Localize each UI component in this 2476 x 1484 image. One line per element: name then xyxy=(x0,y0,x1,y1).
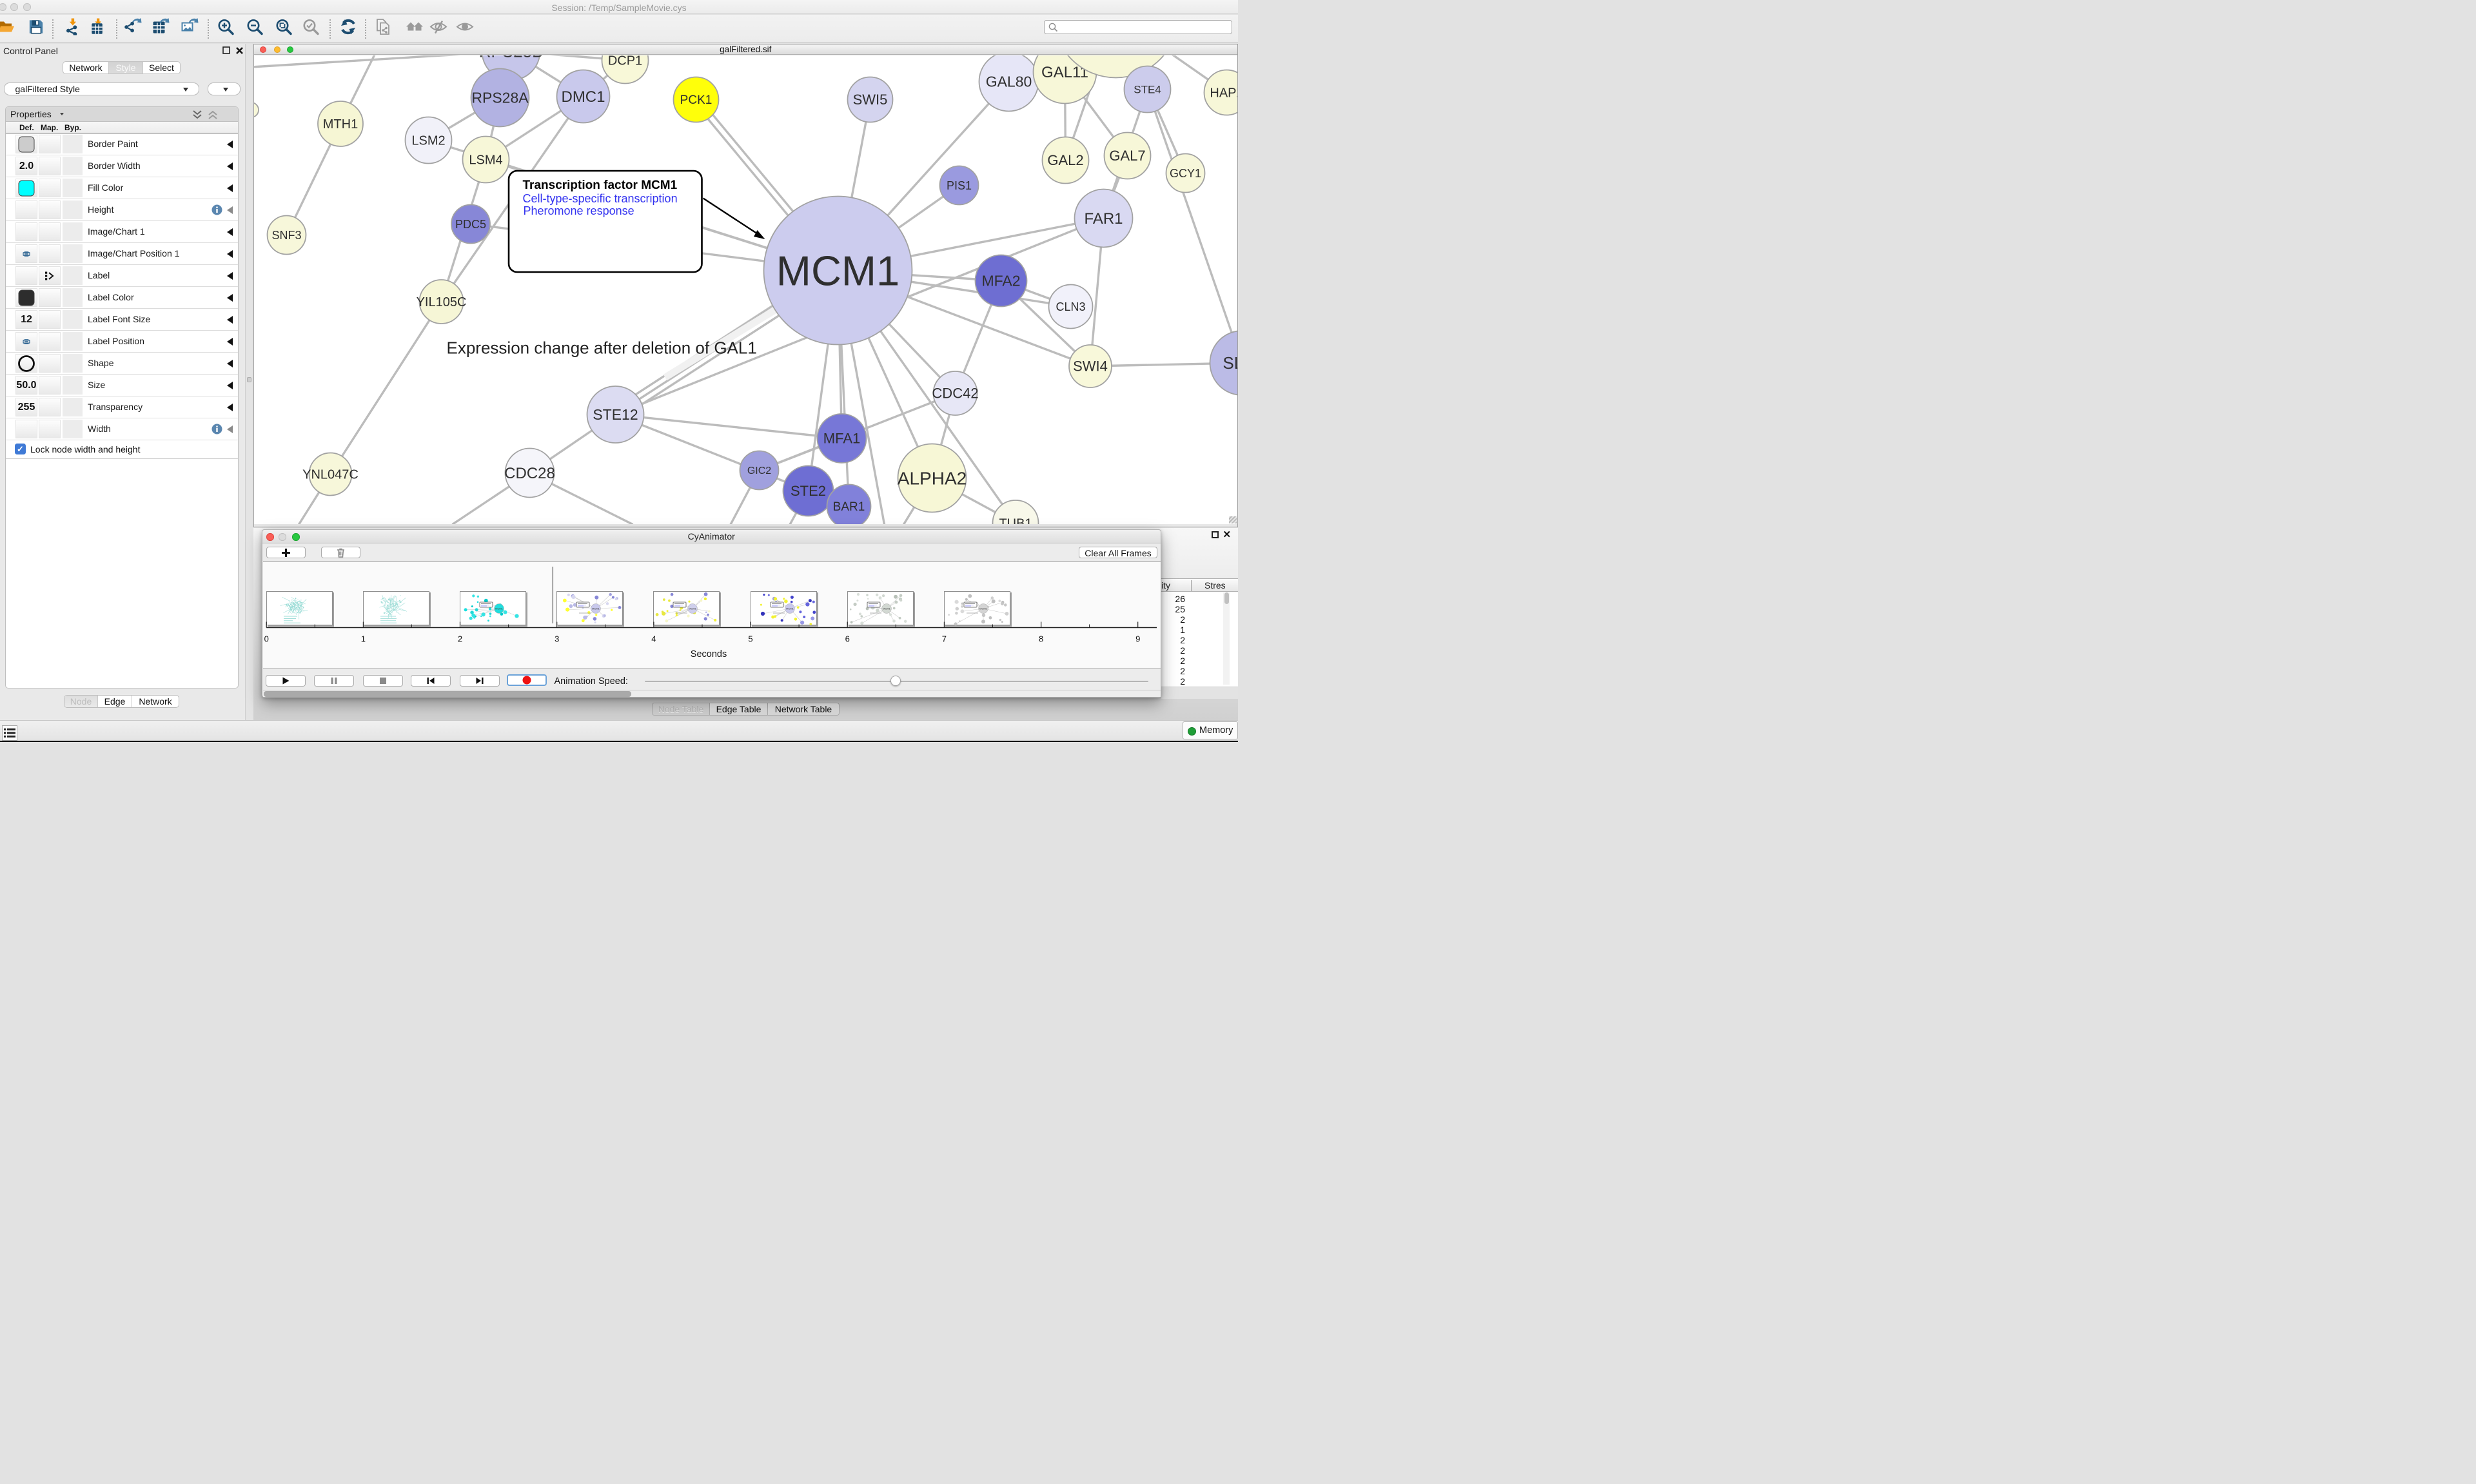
svg-text:GAL2: GAL2 xyxy=(1047,152,1083,168)
svg-text:ALPHA2: ALPHA2 xyxy=(897,468,966,488)
svg-text:STE4: STE4 xyxy=(1134,83,1161,95)
svg-text:MCM1: MCM1 xyxy=(689,607,698,610)
svg-text:3: 3 xyxy=(555,634,559,644)
svg-text:FAR1: FAR1 xyxy=(1084,210,1123,228)
svg-text:RPS28A: RPS28A xyxy=(471,90,529,106)
svg-text:1: 1 xyxy=(360,634,365,644)
svg-text:MCM1: MCM1 xyxy=(883,607,891,610)
svg-text:2: 2 xyxy=(457,634,462,644)
svg-text:Transcription factor MCM1: Transcription factor MCM1 xyxy=(522,179,677,192)
svg-text:SNF3: SNF3 xyxy=(271,229,301,242)
svg-text:MFA2: MFA2 xyxy=(981,273,1020,289)
svg-text:DCP1: DCP1 xyxy=(607,55,642,68)
svg-text:SWI4: SWI4 xyxy=(1073,358,1108,375)
svg-text:7: 7 xyxy=(941,634,946,644)
svg-text:Cell-type-specific transcripti: Cell-type-specific transcription xyxy=(522,192,677,205)
svg-text:BAR1: BAR1 xyxy=(832,500,865,514)
svg-text:CDC28: CDC28 xyxy=(504,465,555,482)
svg-text:MCM1: MCM1 xyxy=(979,607,988,610)
svg-text:MFA1: MFA1 xyxy=(823,431,860,447)
svg-text:PCK1: PCK1 xyxy=(680,93,712,107)
svg-text:SWI5: SWI5 xyxy=(852,92,887,108)
svg-text:8: 8 xyxy=(1038,634,1043,644)
svg-text:SLT2: SLT2 xyxy=(1223,353,1237,373)
svg-text:MTH1: MTH1 xyxy=(322,117,357,132)
svg-text:Seconds: Seconds xyxy=(690,649,726,659)
svg-text:PIS1: PIS1 xyxy=(946,179,971,192)
svg-text:STE2: STE2 xyxy=(790,483,825,499)
svg-text:5: 5 xyxy=(748,634,752,644)
svg-text:0: 0 xyxy=(264,634,268,644)
svg-text:GAL7: GAL7 xyxy=(1109,148,1145,164)
svg-text:DMC1: DMC1 xyxy=(561,88,605,106)
svg-text:6: 6 xyxy=(845,634,849,644)
svg-text:PDC5: PDC5 xyxy=(455,218,486,231)
svg-text:LSM4: LSM4 xyxy=(469,153,502,168)
svg-text:LSM2: LSM2 xyxy=(411,134,445,148)
svg-text:RPS28B: RPS28B xyxy=(478,55,543,61)
svg-text:MCM1: MCM1 xyxy=(776,247,899,294)
svg-text:GAL80: GAL80 xyxy=(985,73,1032,90)
svg-text:4: 4 xyxy=(651,634,656,644)
svg-text:CDC42: CDC42 xyxy=(932,386,978,402)
svg-text:CLN3: CLN3 xyxy=(1056,300,1085,313)
svg-text:YIL105C: YIL105C xyxy=(416,295,466,309)
svg-text:Expression change after deleti: Expression change after deletion of GAL1 xyxy=(446,338,756,358)
svg-text:GIC2: GIC2 xyxy=(747,465,771,476)
svg-text:YNL047C: YNL047C xyxy=(302,468,359,482)
svg-text:MCM1: MCM1 xyxy=(786,607,794,610)
svg-text:Pheromone response: Pheromone response xyxy=(523,204,634,217)
svg-text:STE12: STE12 xyxy=(593,406,638,423)
svg-text:TUB1: TUB1 xyxy=(999,517,1032,525)
svg-text:MCM1: MCM1 xyxy=(592,607,600,610)
svg-text:GCY1: GCY1 xyxy=(1169,167,1201,180)
svg-text:HAP2: HAP2 xyxy=(1210,86,1237,101)
svg-text:9: 9 xyxy=(1135,634,1140,644)
svg-text:MCM1: MCM1 xyxy=(495,607,504,610)
